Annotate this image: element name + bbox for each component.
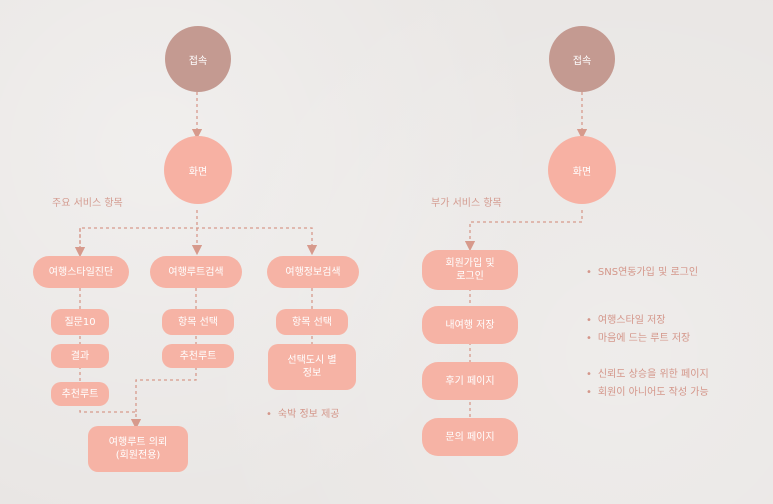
right-screen-label: 화면 bbox=[572, 166, 592, 178]
left-branch3-item-1: 항목 선택 bbox=[276, 309, 348, 335]
left-branch3-item-2: 선택도시 별 정보 bbox=[268, 344, 356, 390]
right-note-5: 회원이 아니어도 작성 가능 bbox=[586, 383, 709, 398]
right-note-3: 마음에 드는 루트 저장 bbox=[586, 329, 690, 344]
left-branch1-item-3: 추천루트 bbox=[51, 382, 109, 406]
left-section-label: 주요 서비스 항목 bbox=[52, 198, 123, 209]
left-screen-label: 화면 bbox=[188, 166, 208, 178]
right-section-label: 부가 서비스 항목 bbox=[431, 198, 502, 209]
left-screen-circle: 화면 bbox=[164, 136, 232, 204]
right-note-4: 신뢰도 상승을 위한 페이지 bbox=[586, 365, 709, 380]
left-branch2-item-1: 항목 선택 bbox=[162, 309, 234, 335]
left-merge-node: 여행루트 의뢰 (회원전용) bbox=[88, 426, 188, 472]
left-branch3-note: 숙박 정보 제공 bbox=[266, 405, 340, 420]
left-branch1-item-1: 질문10 bbox=[51, 309, 109, 335]
left-branch3-title: 여행정보검색 bbox=[267, 256, 359, 288]
right-item-1: 회원가입 및 로그인 bbox=[422, 250, 518, 290]
left-branch1-item-2: 결과 bbox=[51, 344, 109, 368]
left-branch2-item-2: 추천루트 bbox=[162, 344, 234, 368]
right-item-2: 내여행 저장 bbox=[422, 306, 518, 344]
connector-right-screen-to-items bbox=[464, 210, 583, 252]
left-branch2-title: 여행루트검색 bbox=[150, 256, 242, 288]
right-screen-circle: 화면 bbox=[548, 136, 616, 204]
right-start-label: 접속 bbox=[572, 55, 592, 67]
right-start-circle: 접속 bbox=[549, 26, 615, 92]
connector-left-merge-from-branch2 bbox=[135, 367, 197, 412]
right-note-1: SNS연동가입 및 로그인 bbox=[586, 263, 698, 278]
connector-left-branch-bar bbox=[79, 227, 318, 256]
right-note-2: 여행스타일 저장 bbox=[586, 311, 666, 326]
connector-left-merge-from-branch1 bbox=[79, 410, 142, 430]
right-item-4: 문의 페이지 bbox=[422, 418, 518, 456]
left-start-label: 접속 bbox=[188, 55, 208, 67]
left-start-circle: 접속 bbox=[165, 26, 231, 92]
left-branch1-title: 여행스타일진단 bbox=[33, 256, 129, 288]
right-item-3: 후기 페이지 bbox=[422, 362, 518, 400]
